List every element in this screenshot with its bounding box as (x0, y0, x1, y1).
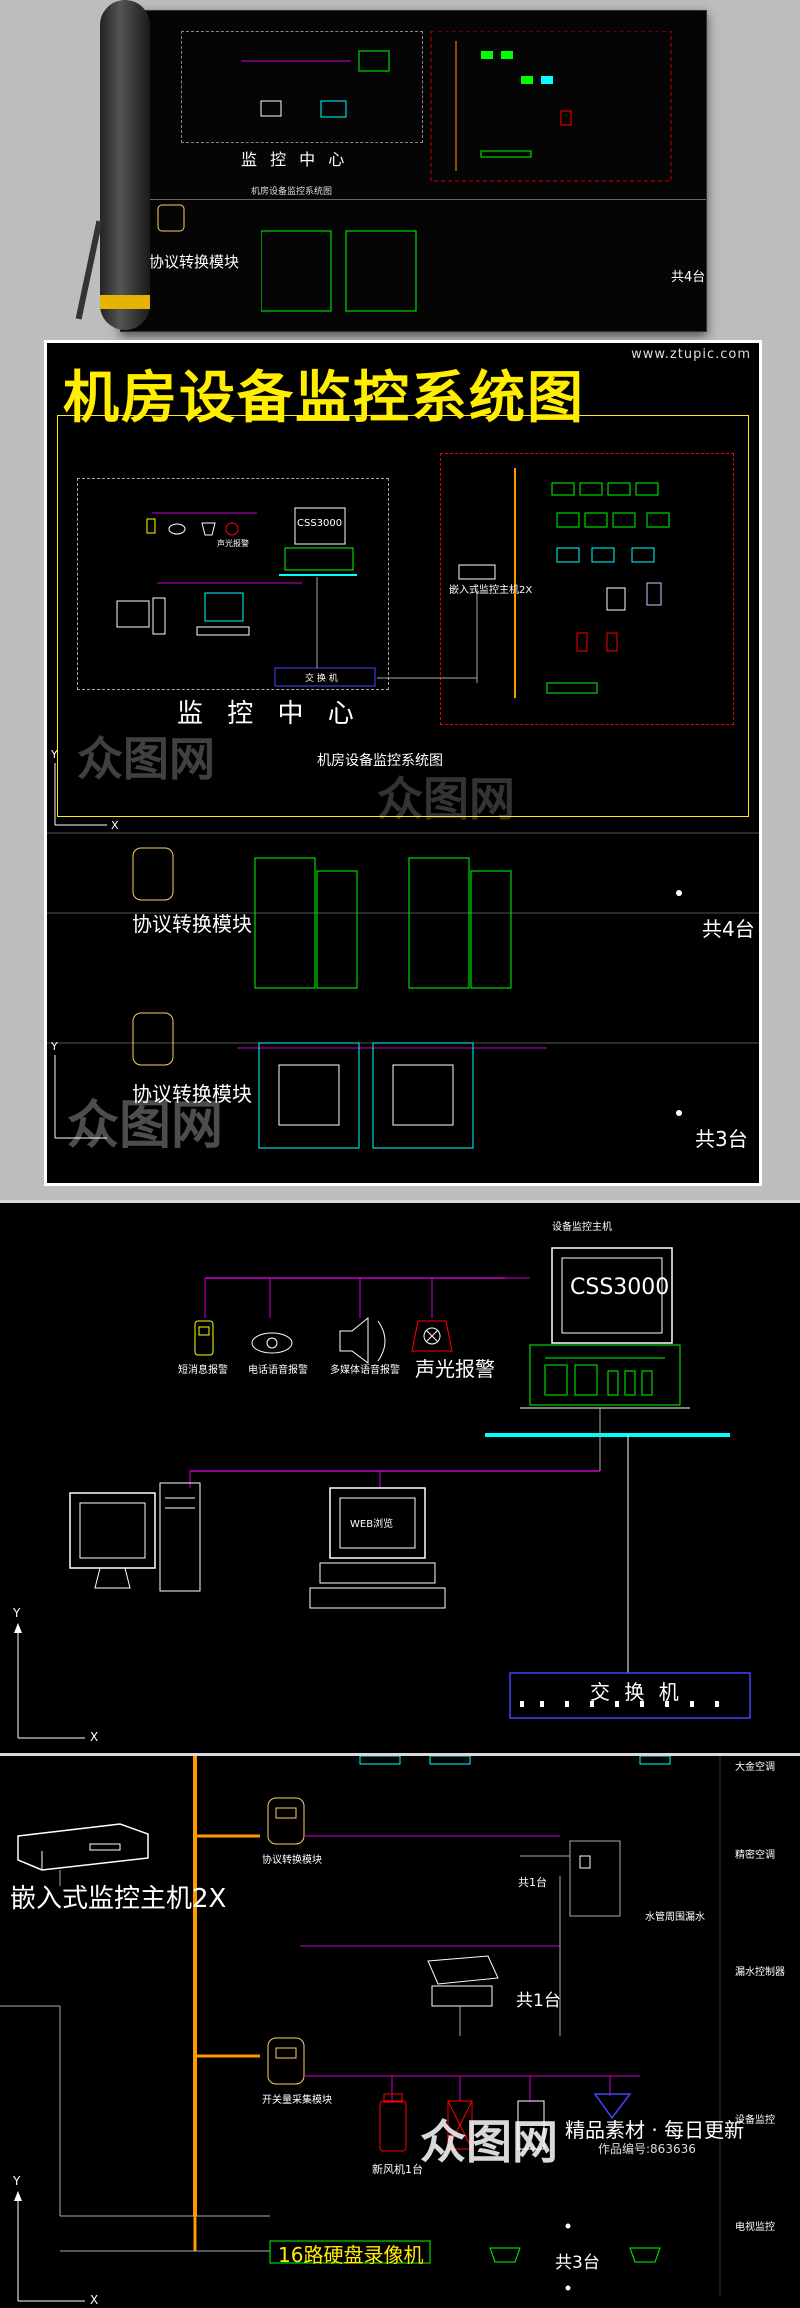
count-3-bottom: 共3台 (555, 2253, 600, 2273)
detail-equipment-diagram (0, 1756, 721, 2302)
protocol-label-1: 协议转换模块 (132, 912, 252, 936)
scroll-roll (100, 0, 150, 330)
mini-center-title: 监 控 中 心 (241, 150, 349, 169)
brand-line: 精品素材 · 每日更新 (565, 2118, 745, 2142)
mini-protocol-icon (157, 204, 185, 232)
count-1-top: 共1台 (518, 1876, 547, 1889)
sms-alarm-label: 短消息报警 (178, 1365, 228, 1376)
embedded-host-label: 嵌入式监控主机2X (449, 585, 533, 596)
phone-alarm-label: 电话语音报警 (248, 1365, 308, 1376)
watermark-1: 众图网 (77, 732, 215, 786)
work-id: 作品编号:863636 (598, 2142, 696, 2156)
axis-x-d1: X (90, 1730, 99, 1744)
scroll-band (100, 295, 150, 309)
center-box (77, 478, 389, 690)
preview-section: 监 控 中 心 机房设备监控系统图 协议转换模块 共4台 www.ztupic.… (0, 0, 800, 1200)
site-url: www.ztupic.com (631, 347, 751, 362)
mini-diagram-icon (241, 31, 672, 182)
light-alarm-label: 声光报警 (415, 1357, 495, 1381)
switch-label-large: 交 换 机 (590, 1680, 683, 1704)
watermark-bottom: 众图网 (420, 2115, 558, 2169)
scroll-drawing: 监 控 中 心 机房设备监控系统图 协议转换模块 共4台 (120, 10, 707, 332)
count-1-mid: 共1台 (516, 1991, 561, 2011)
count-4: 共4台 (702, 917, 755, 941)
alarm-label: 声光报警 (217, 539, 249, 548)
inner-frame (57, 415, 749, 817)
watermark-3: 众图网 (67, 1096, 224, 1156)
axis-y-2: Y (51, 1040, 58, 1053)
mini-cabinet-icon (261, 230, 417, 312)
axis-y-1: Y (51, 748, 58, 761)
side-label-1: 大金空调 (735, 1762, 775, 1773)
mini-center-frame (181, 31, 423, 143)
mini-count: 共4台 (671, 270, 706, 285)
css-label-large: CSS3000 (570, 1275, 670, 1300)
host-title: 设备监控主机 (552, 1222, 612, 1233)
drawing-caption: 机房设备监控系统图 (317, 753, 443, 769)
protocol-module-label: 协议转换模块 (262, 1855, 322, 1866)
side-label-4: 设备监控 (735, 2115, 775, 2126)
equipment-box (440, 453, 734, 725)
media-alarm-label: 多媒体语音报警 (330, 1365, 400, 1376)
protocol-label-2: 协议转换模块 (132, 1082, 252, 1106)
side-label-5: 电视监控 (735, 2222, 775, 2233)
embedded-host-large: 嵌入式监控主机2X (10, 1884, 227, 1914)
mini-caption: 机房设备监控系统图 (251, 187, 333, 197)
center-title: 监 控 中 心 (177, 699, 362, 729)
watermark-2: 众图网 (377, 772, 515, 826)
board-diagram (47, 468, 759, 1149)
axis-y-d1: Y (13, 1606, 21, 1620)
axis-x-d2: X (90, 2293, 99, 2307)
water-label: 水管周围漏水 (645, 1912, 705, 1923)
fresh-air-label: 新风机1台 (372, 2163, 423, 2176)
board-title: 机房设备监控系统图 (63, 365, 585, 431)
axis-x-1: X (111, 819, 119, 832)
detail-center-section: 设备监控主机 CSS3000 短消息报警 电话语音报警 多媒体语音报警 声光报警… (0, 1200, 800, 1753)
side-label-2: 精密空调 (735, 1850, 775, 1861)
web-label: WEB浏览 (350, 1519, 394, 1530)
detail-center-diagram (14, 1247, 751, 1739)
mini-divider (121, 199, 706, 200)
main-board: www.ztupic.com 机房设备监控系统图 (44, 340, 762, 1186)
pen (75, 220, 103, 320)
count-3: 共3台 (695, 1127, 748, 1151)
side-label-3: 漏水控制器 (735, 1967, 785, 1978)
switch-label: 交 换 机 (305, 674, 338, 684)
switch-collect-label: 开关量采集模块 (262, 2095, 332, 2106)
mini-protocol-label: 协议转换模块 (149, 253, 240, 271)
nvr-label: 16路硬盘录像机 (278, 2243, 424, 2267)
axis-y-d2: Y (13, 2174, 21, 2188)
css-label: CSS3000 (297, 518, 343, 529)
detail-equipment-section: 嵌入式监控主机2X 协议转换模块 共1台 水管周围漏水 共1台 开关量采集模块 … (0, 1753, 800, 2308)
